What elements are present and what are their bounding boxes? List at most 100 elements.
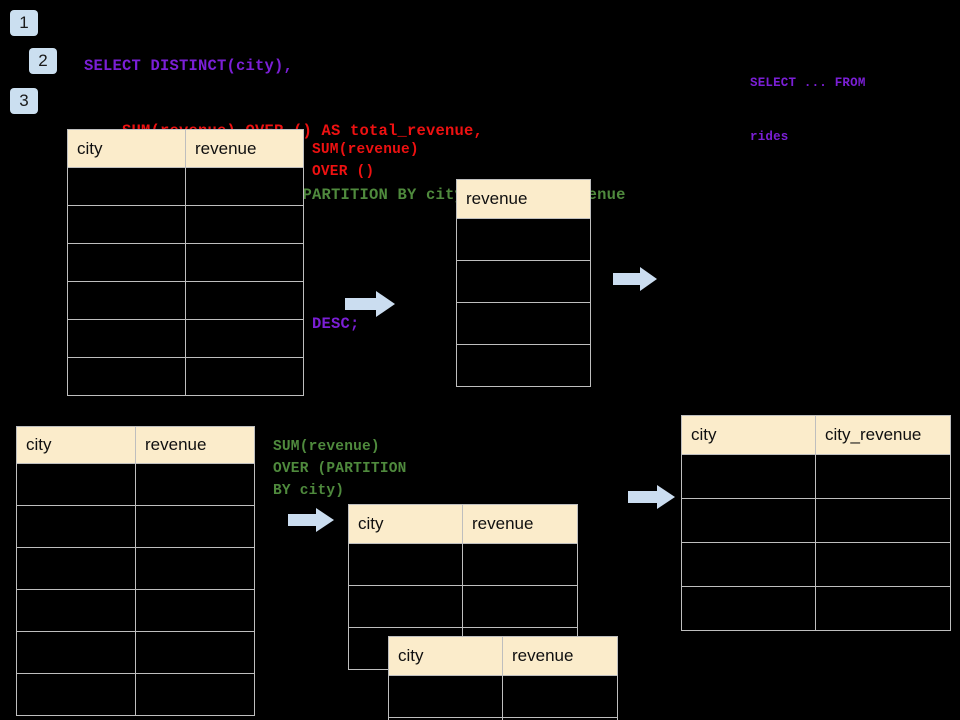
arrow-source-to-total-icon [345,291,395,317]
table-row [681,586,951,631]
table-row [388,717,618,720]
table-cell [348,585,463,628]
table-cell [456,260,591,303]
table-row [67,243,304,282]
table-cell [502,675,618,718]
table-cell [16,673,136,716]
arrow-partition-to-result-icon [628,485,675,509]
table-row [67,167,304,206]
table-cell [185,167,304,206]
table-row [16,505,255,548]
table-header-row: city revenue [16,426,255,464]
table-cell [502,717,618,720]
table-row [456,344,591,387]
column-header-revenue: revenue [502,636,618,676]
table-cell [185,357,304,396]
table-cell [135,673,255,716]
column-header-revenue: revenue [135,426,255,464]
table-cell [16,631,136,674]
total-revenue-table: revenue [456,179,591,387]
step-badge-3: 3 [10,88,38,114]
step-badge-2: 2 [29,48,57,74]
table-header-row: city revenue [388,636,618,676]
table-row [67,319,304,358]
table-cell [681,454,816,499]
table-cell [681,542,816,587]
table-cell [815,542,951,587]
table-cell [67,319,186,358]
table-cell [16,547,136,590]
column-header-city: city [67,129,186,168]
table-cell [185,319,304,358]
column-header-revenue: revenue [462,504,578,544]
table-cell [135,505,255,548]
sql-line-select: SELECT DISTINCT(city), [84,57,294,75]
table-row [388,675,618,718]
table-header-row: city revenue [67,129,304,168]
table-row [67,205,304,244]
table-row [16,547,255,590]
table-row [348,585,578,628]
annotation-sum-over-empty: SUM(revenue) OVER () [312,142,419,180]
table-cell [185,281,304,320]
column-header-city-revenue: city_revenue [815,415,951,455]
table-row [681,542,951,587]
table-cell [135,463,255,506]
table-cell [462,543,578,586]
table-row [681,454,951,499]
table-row [16,589,255,632]
table-cell [135,631,255,674]
column-header-city: city [348,504,463,544]
annotation-sum-over-partition: SUM(revenue) OVER (PARTITION BY city) [273,439,407,499]
table-cell [815,586,951,631]
table-header-row: revenue [456,179,591,219]
step-badge-1: 1 [10,10,38,36]
table-cell [456,218,591,261]
partition-group-table-front: city revenue [388,636,618,720]
table-cell [185,205,304,244]
table-row [16,463,255,506]
table-cell [67,357,186,396]
rides-source-table-top: city revenue [67,129,304,396]
table-cell [815,498,951,543]
column-header-revenue: revenue [185,129,304,168]
table-header-row: city city_revenue [681,415,951,455]
side-note-line-1: SELECT ... FROM [750,76,866,90]
table-cell [456,302,591,345]
table-cell [67,167,186,206]
table-cell [16,463,136,506]
column-header-city: city [16,426,136,464]
table-row [16,631,255,674]
table-cell [348,543,463,586]
table-cell [681,498,816,543]
table-cell [135,547,255,590]
table-cell [681,586,816,631]
table-row [456,302,591,345]
table-cell [67,281,186,320]
arrow-source-to-partition-icon [288,508,334,532]
table-cell [16,589,136,632]
rides-source-table-bottom: city revenue [16,426,255,716]
table-cell [135,589,255,632]
table-cell [388,675,503,718]
partition-group-table-back: city revenue [348,504,578,670]
column-header-city: city [681,415,816,455]
table-header-row: city revenue [348,504,578,544]
column-header-revenue: revenue [456,179,591,219]
table-row [681,498,951,543]
arrow-total-to-result-icon [613,267,657,291]
table-cell [16,505,136,548]
table-cell [67,205,186,244]
column-header-city: city [388,636,503,676]
table-row [67,357,304,396]
table-cell [67,243,186,282]
table-row [456,260,591,303]
table-cell [462,585,578,628]
side-note-line-2: rides [750,130,789,144]
table-row [67,281,304,320]
table-cell [456,344,591,387]
table-row [16,673,255,716]
city-revenue-result-table: city city_revenue [681,415,951,631]
side-note-select-from: SELECT ... FROM rides [750,38,866,182]
